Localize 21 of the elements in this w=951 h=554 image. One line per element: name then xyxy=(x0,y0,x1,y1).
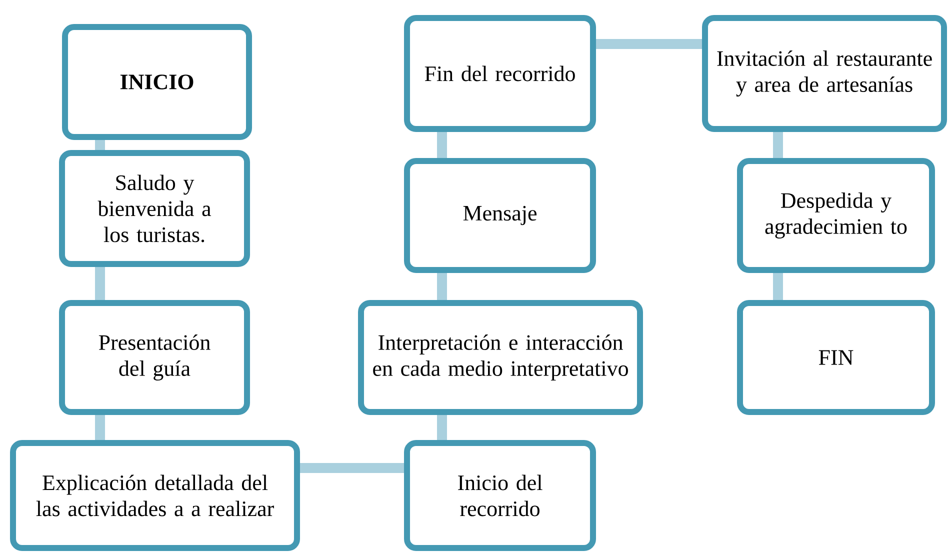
connector xyxy=(95,415,105,440)
process-box: FIN xyxy=(737,300,935,415)
process-box: Fin del recorrido xyxy=(404,14,596,132)
connector xyxy=(437,132,447,158)
connector xyxy=(437,415,447,440)
process-box: Explicación detallada del las actividades a a realizar xyxy=(10,440,300,551)
process-box: Invitación al restaurante y area de artesanías xyxy=(702,14,947,132)
connector xyxy=(596,39,702,49)
connector xyxy=(95,267,105,300)
process-box: Presentación del guía xyxy=(59,300,250,415)
connector xyxy=(773,273,783,300)
process-box: Saludo y bienvenida a los turistas. xyxy=(59,150,250,267)
process-box: Interpretación e interacción en cada medio interpretativo xyxy=(358,300,643,415)
connector xyxy=(773,132,783,158)
connector xyxy=(437,273,447,300)
process-box: Inicio del recorrido xyxy=(404,440,596,551)
process-box: INICIO xyxy=(62,24,252,140)
process-box: Despedida y agradecimien to xyxy=(737,158,935,273)
connector xyxy=(95,140,105,150)
connector xyxy=(300,462,404,473)
process-box: Mensaje xyxy=(404,158,596,273)
